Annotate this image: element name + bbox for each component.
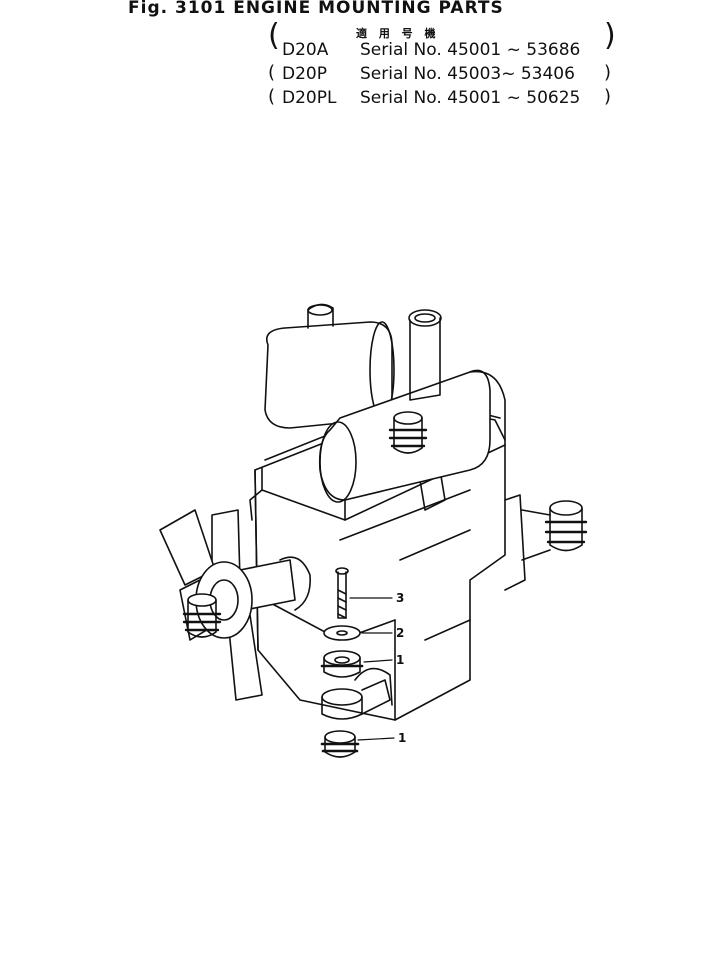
- right-bracket-mid: ): [604, 62, 612, 83]
- air-cleaner-illustration: [264, 303, 395, 429]
- serial-range: Serial No. 45001 ~ 53686: [360, 40, 581, 60]
- washer-part-2: [323, 625, 361, 641]
- lower-rubber-mount-part-1: [320, 730, 360, 758]
- left-bracket-mid: (: [268, 62, 276, 83]
- callout-1-upper: 1: [396, 653, 404, 667]
- upper-rubber-mount-part-1: [320, 650, 364, 678]
- model-name: D20A: [282, 40, 329, 60]
- serial-row-d20a: D20A Serial No. 45001 ~ 53686: [282, 40, 580, 60]
- callout-2: 2: [396, 626, 404, 640]
- serial-range: Serial No. 45001 ~ 50625: [360, 88, 581, 108]
- rear-left-mount-illustration: [388, 411, 428, 454]
- callout-leaders: [349, 597, 395, 741]
- serial-range: Serial No. 45003~ 53406: [360, 64, 575, 84]
- serial-row-d20pl: D20PL Serial No. 45001 ~ 50625: [282, 88, 580, 108]
- model-name: D20P: [282, 64, 327, 84]
- left-bracket-bottom: (: [268, 86, 276, 107]
- applicable-machines-label: 適 用 号 機: [356, 27, 440, 40]
- model-name: D20PL: [282, 88, 337, 108]
- callout-3: 3: [396, 591, 404, 605]
- leader-upper-mount: [363, 659, 393, 663]
- front-left-mount-illustration: [182, 593, 222, 638]
- right-bracket-bottom: ): [604, 86, 612, 107]
- figure-title: Fig. 3101 ENGINE MOUNTING PARTS: [128, 0, 504, 18]
- left-bracket-top: (: [268, 18, 280, 53]
- mount-bracket-illustration: [321, 679, 391, 720]
- bolt-part-3: [335, 567, 349, 619]
- callout-1-lower: 1: [398, 731, 406, 745]
- serial-row-d20p: D20P Serial No. 45003~ 53406: [282, 64, 575, 84]
- cooling-fan-illustration: [159, 509, 296, 701]
- rear-right-mount-illustration: [504, 494, 588, 591]
- leader-lower-mount: [357, 737, 395, 741]
- right-bracket-top: ): [604, 18, 616, 53]
- muffler-illustration: [318, 309, 506, 503]
